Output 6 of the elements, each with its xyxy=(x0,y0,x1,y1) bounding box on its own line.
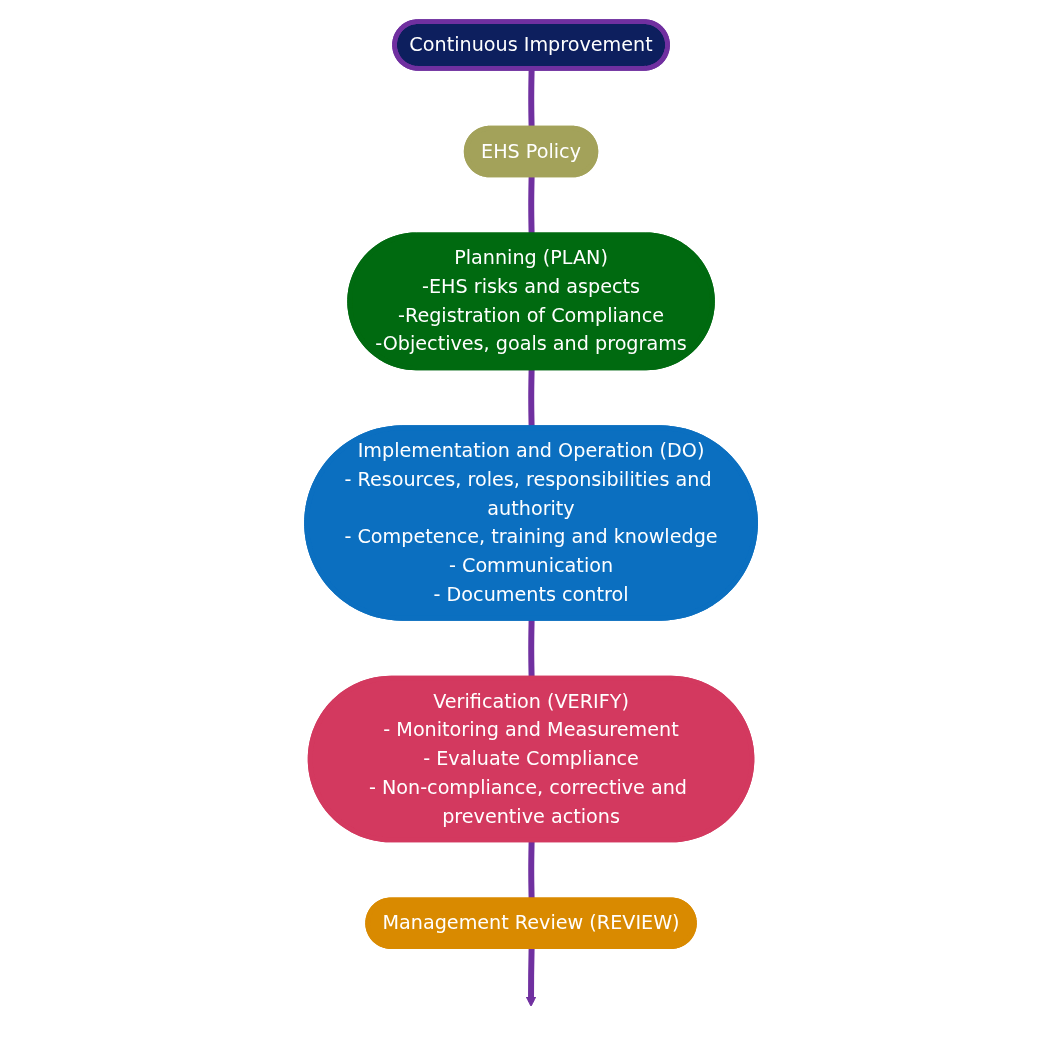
connector xyxy=(528,839,536,900)
connector xyxy=(528,68,536,129)
arrow xyxy=(526,946,537,1007)
connector xyxy=(528,618,536,679)
connector xyxy=(528,367,536,428)
connector xyxy=(528,175,536,235)
